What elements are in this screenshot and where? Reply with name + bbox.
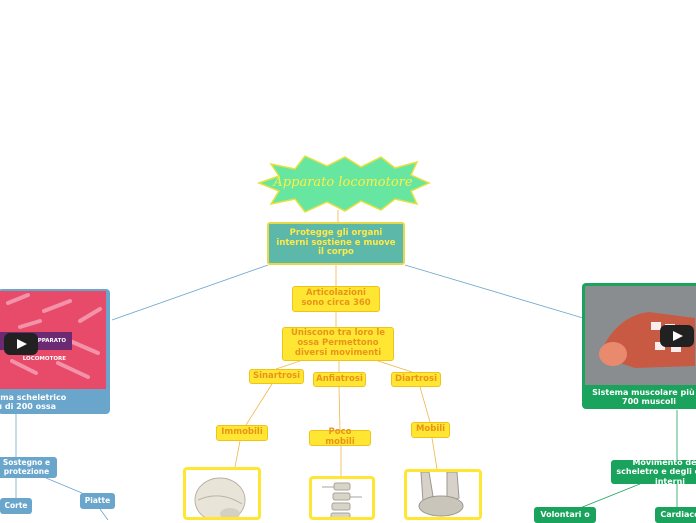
connector-movimento-volontari [580,484,640,508]
connector-anfiatrosi-pocomobili [339,387,340,430]
knee-joint-image[interactable] [404,469,482,520]
uniscono-node[interactable]: Uniscono tra loro le ossa Permettono div… [282,327,394,361]
muscular-system-video[interactable]: Sistema muscolare più di 700 muscoli [582,283,696,409]
connector-central-right [405,265,583,318]
skeletal-video-thumbnail: APPARATO LOCOMOTORE [0,291,106,389]
anfiatrosi-node[interactable]: Anfiatrosi [313,372,366,387]
movimento-node[interactable]: Movimento dello scheletro e degli organi… [611,460,696,484]
connector-uniscono-diartrosi [378,361,412,372]
root-title[interactable]: Apparato locomotore [258,172,428,194]
sostegno-node[interactable]: Sostegno e protezione [0,457,57,478]
immobili-node[interactable]: Immobili [216,425,268,441]
poco-mobili-node[interactable]: Poco mobili [309,430,371,446]
diartrosi-node[interactable]: Diartrosi [391,372,441,387]
skeletal-system-video[interactable]: APPARATO LOCOMOTORE Sistema scheletrico … [0,289,110,414]
connector-piatte-down [100,509,108,520]
right-play-icon[interactable] [660,325,694,347]
skull-image[interactable] [183,467,261,520]
spine-illustration [312,479,372,520]
connector-sinartrosi-immobili [246,384,272,425]
articolazioni-node[interactable]: Articolazioni sono circa 360 [292,286,380,312]
connector-uniscono-sinartrosi [276,361,300,369]
connector-central-left [112,265,268,320]
skull-illustration [186,470,258,520]
skeletal-video-caption: Sistema scheletrico più di 200 ossa [0,390,72,414]
mobili-node[interactable]: Mobili [411,422,450,438]
corte-node[interactable]: Corte [0,498,32,514]
central-node[interactable]: Protegge gli organi interni sostiene e m… [267,222,405,265]
connector-sostegno-piatte [46,478,82,493]
volontari-node[interactable]: Volontari o [534,507,596,523]
left-play-icon[interactable] [4,333,38,355]
cardiaco-node[interactable]: Cardiaco [655,507,696,523]
connector-diartrosi-mobili [420,387,430,422]
sinartrosi-node[interactable]: Sinartrosi [249,369,304,384]
connector-mobili-image [432,438,437,469]
muscular-video-caption: Sistema muscolare più di 700 muscoli [584,385,696,409]
muscular-video-thumbnail [585,286,696,385]
knee-illustration [407,472,479,520]
connector-immobili-image [235,441,240,467]
piatte-node[interactable]: Piatte [80,493,115,509]
spine-image[interactable] [309,476,375,520]
